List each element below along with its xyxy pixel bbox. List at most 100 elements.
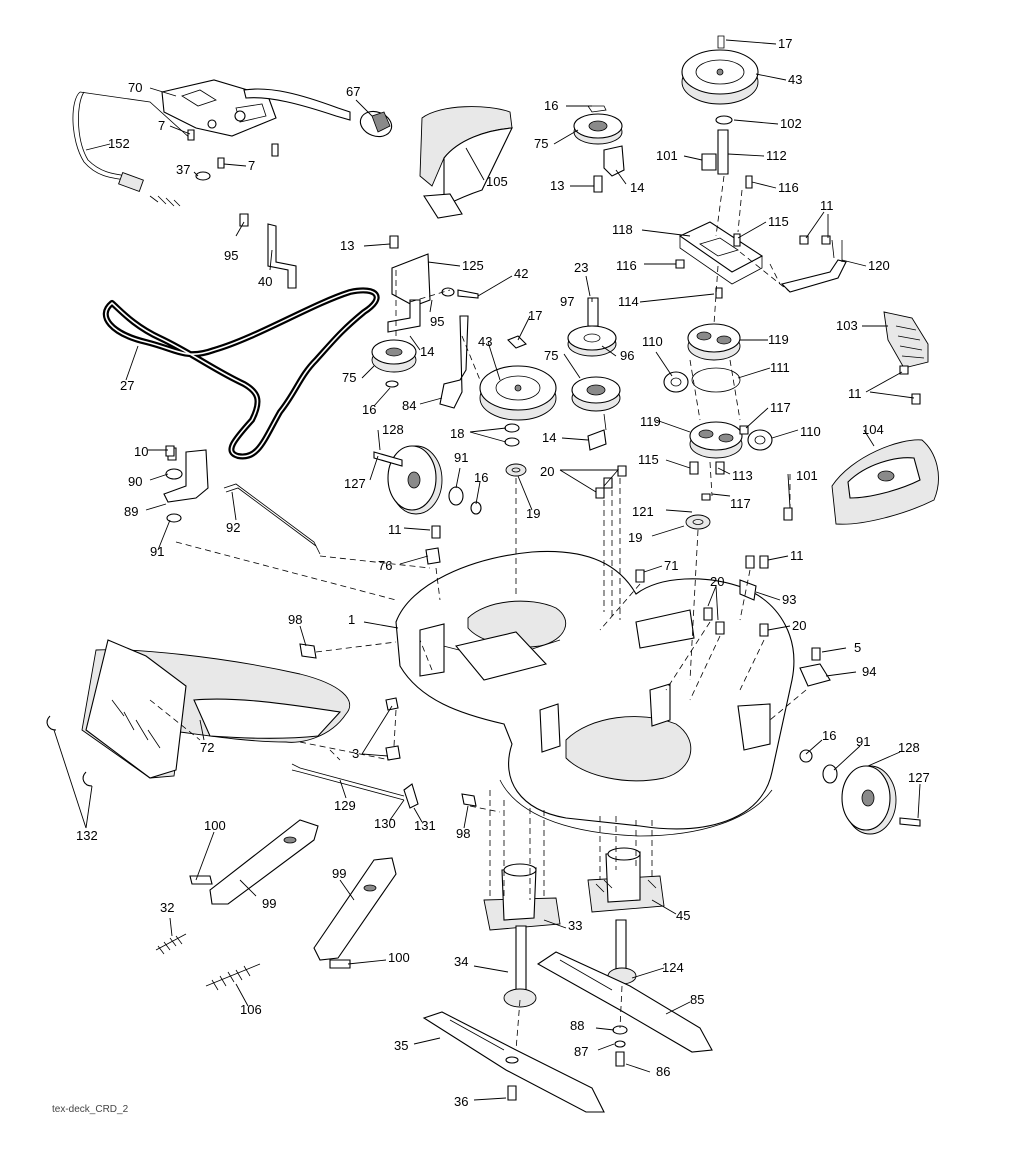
cover-104 xyxy=(831,439,939,525)
callout-92: 92 xyxy=(226,520,240,535)
callout-116: 116 xyxy=(616,258,637,273)
deck-housing-1 xyxy=(395,550,795,837)
callout-152: 152 xyxy=(108,136,130,151)
rod-129 xyxy=(291,763,419,809)
callout-35: 35 xyxy=(394,1038,408,1053)
callout-7: 7 xyxy=(248,158,255,173)
cable-152 xyxy=(72,91,193,207)
callout-43: 43 xyxy=(478,334,492,349)
callout-20: 20 xyxy=(710,574,724,589)
discharge-chute-72 xyxy=(46,639,351,787)
callout-119: 119 xyxy=(768,332,789,347)
callout-16: 16 xyxy=(822,728,836,743)
callout-37: 37 xyxy=(176,162,190,177)
callout-115: 115 xyxy=(638,452,659,467)
belt-guard-105 xyxy=(419,106,513,219)
callout-117: 117 xyxy=(770,400,791,415)
callout-110: 110 xyxy=(800,424,821,439)
callout-13: 13 xyxy=(340,238,354,253)
callout-105: 105 xyxy=(486,174,508,189)
callout-75: 75 xyxy=(544,348,558,363)
belt-27 xyxy=(102,287,380,460)
callout-7: 7 xyxy=(158,118,165,133)
callout-43: 43 xyxy=(788,72,802,87)
spindle-45 xyxy=(587,847,665,985)
callout-130: 130 xyxy=(374,816,396,831)
callout-16: 16 xyxy=(544,98,558,113)
callout-91: 91 xyxy=(150,544,164,559)
cover-103 xyxy=(883,311,929,369)
drive-pulley-43-top xyxy=(681,35,759,175)
callout-114: 114 xyxy=(618,294,639,309)
callout-11: 11 xyxy=(388,522,402,537)
callout-127: 127 xyxy=(908,770,930,785)
callout-98: 98 xyxy=(456,826,470,841)
callout-132: 132 xyxy=(76,828,98,843)
callout-116: 116 xyxy=(778,180,799,195)
gear-110-right xyxy=(747,429,773,451)
spindle-33 xyxy=(483,863,561,1008)
callout-11: 11 xyxy=(790,548,804,563)
callout-20: 20 xyxy=(792,618,806,633)
callout-18: 18 xyxy=(450,426,464,441)
blade-85 xyxy=(536,951,713,1053)
callout-14: 14 xyxy=(542,430,556,445)
gauge-wheel-128-left xyxy=(373,445,482,515)
drawing-code: tex-deck_CRD_2 xyxy=(52,1104,129,1115)
callout-117: 117 xyxy=(730,496,751,511)
callout-75: 75 xyxy=(534,136,548,151)
pulley-97 xyxy=(567,297,617,357)
blade-35 xyxy=(422,1011,605,1113)
gearbox-plate-118 xyxy=(678,221,764,285)
callout-19: 19 xyxy=(526,506,540,521)
callout-99: 99 xyxy=(262,896,276,911)
gauge-wheel-128-right xyxy=(799,749,921,835)
callout-96: 96 xyxy=(620,348,634,363)
washers-18-19 xyxy=(504,423,711,530)
small-hardware xyxy=(165,175,921,807)
callout-86: 86 xyxy=(656,1064,670,1079)
hanger-bracket-89-90 xyxy=(163,447,209,523)
rod-92 xyxy=(223,483,321,555)
callout-33: 33 xyxy=(568,918,582,933)
callout-103: 103 xyxy=(836,318,858,333)
callout-91: 91 xyxy=(454,450,468,465)
callout-91: 91 xyxy=(856,734,870,749)
callout-125: 125 xyxy=(462,258,484,273)
callout-70: 70 xyxy=(128,80,142,95)
callout-95: 95 xyxy=(430,314,444,329)
callout-16: 16 xyxy=(362,402,376,417)
alignment-lines xyxy=(149,175,807,1051)
callout-97: 97 xyxy=(560,294,574,309)
callout-3: 3 xyxy=(352,746,359,761)
callout-67: 67 xyxy=(346,84,360,99)
callout-11: 11 xyxy=(820,198,834,213)
callout-89: 89 xyxy=(124,504,138,519)
lift-arm-99-left xyxy=(189,819,319,905)
callout-45: 45 xyxy=(676,908,690,923)
callout-20: 20 xyxy=(540,464,554,479)
callout-115: 115 xyxy=(768,214,789,229)
spring-106 xyxy=(205,963,261,991)
callout-84: 84 xyxy=(402,398,416,413)
gear-119-top xyxy=(687,323,741,361)
callout-87: 87 xyxy=(574,1044,588,1059)
callout-76: 76 xyxy=(378,558,392,573)
callout-85: 85 xyxy=(690,992,704,1007)
callout-118: 118 xyxy=(612,222,633,237)
lift-arm-99-right xyxy=(313,857,397,969)
gear-110-left xyxy=(663,371,689,393)
hardware-7-37 xyxy=(187,129,279,181)
callout-42: 42 xyxy=(514,266,528,281)
callout-131: 131 xyxy=(414,818,436,833)
callout-98: 98 xyxy=(288,612,302,627)
callout-128: 128 xyxy=(898,740,920,755)
blade-hardware-86-88 xyxy=(612,1025,628,1067)
callout-90: 90 xyxy=(128,474,142,489)
callout-113: 113 xyxy=(732,468,753,483)
callout-127: 127 xyxy=(344,476,366,491)
callout-23: 23 xyxy=(574,260,588,275)
idler-pulley-75-top xyxy=(573,105,625,193)
callout-106: 106 xyxy=(240,1002,262,1017)
